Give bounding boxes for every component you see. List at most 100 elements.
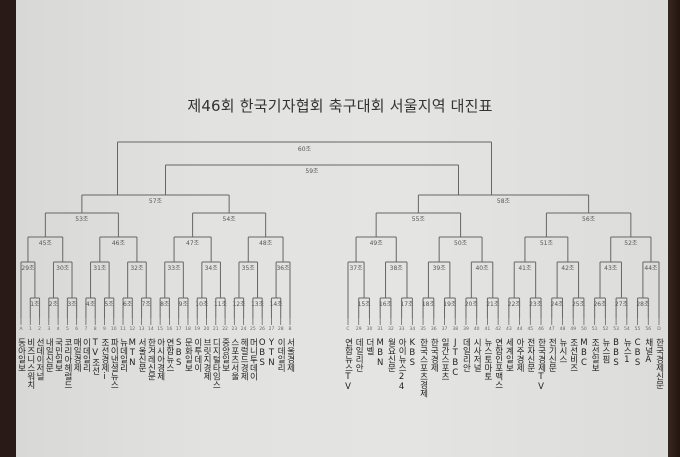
match-16조: 16조: [379, 301, 393, 308]
match-18조: 18조: [422, 301, 436, 308]
slot-number: 9: [103, 326, 106, 332]
match-41조: 41조: [518, 265, 532, 272]
slot-number: 56: [645, 326, 651, 332]
team-name: YTN: [266, 338, 277, 368]
match-46조: 46조: [112, 240, 126, 247]
match-54조: 54조: [223, 216, 237, 223]
team-name: CBS: [632, 338, 643, 368]
team-name: BBS: [611, 338, 622, 368]
team-name: 이데일리: [80, 338, 91, 372]
team-name: TV조선: [90, 338, 101, 375]
match-15조: 15조: [358, 301, 372, 308]
match-53조: 53조: [75, 216, 89, 223]
match-56조: 56조: [582, 216, 596, 223]
slot-number: 31: [377, 326, 383, 332]
slot-number: 28: [278, 326, 284, 332]
team-name: 일간스포츠: [439, 338, 450, 381]
slot-number: 49: [570, 326, 576, 332]
match-22조: 22조: [508, 301, 522, 308]
team-name: 한국스포츠경제: [418, 338, 429, 398]
team-name: 조선비즈: [568, 338, 579, 372]
team-name: 뉴스1: [621, 338, 632, 365]
match-11조: 11조: [214, 301, 228, 308]
team-name: 파이낸셜뉴스: [108, 338, 119, 389]
slot-number: 32: [388, 326, 394, 332]
match-13조: 13조: [251, 301, 265, 308]
match-9조: 9조: [179, 301, 189, 308]
match-39조: 39조: [433, 265, 447, 272]
slot-number: 38: [452, 326, 458, 332]
slot-number: 46: [538, 326, 544, 332]
team-name: 아주경제: [514, 338, 525, 372]
slot-number: 17: [176, 326, 182, 332]
team-name: SBS: [173, 338, 184, 368]
team-name: KBS: [407, 338, 418, 368]
match-23조: 23조: [529, 301, 543, 308]
team-name: 한국경제TV: [536, 338, 547, 392]
team-name: 더벨: [364, 338, 375, 355]
slot-number: 30: [367, 326, 373, 332]
slot-number: 2: [38, 326, 41, 332]
team-name: 세계일보: [503, 338, 514, 372]
team-name: 코리아헤럴드: [62, 338, 73, 389]
slot-number: 52: [603, 326, 609, 332]
team-name: OBS: [257, 338, 268, 368]
match-58조: 58조: [497, 198, 511, 205]
slot-number: 5: [66, 326, 69, 332]
slot-number: 39: [463, 326, 469, 332]
team-name: 동아일보: [16, 338, 26, 372]
team-name: MTN: [127, 338, 138, 368]
slot-number: 37: [442, 326, 448, 332]
match-45조: 45조: [39, 240, 53, 247]
team-name: 연합인포맥스: [493, 338, 504, 389]
slot-number: 23: [231, 326, 237, 332]
match-7조: 7조: [142, 301, 152, 308]
slot-number: 14: [148, 326, 154, 332]
team-name: MBN: [375, 338, 386, 368]
team-name: JTBC: [450, 338, 461, 378]
slot-number: 47: [549, 326, 555, 332]
team-name: 이데일리: [275, 338, 286, 372]
match-8조: 8조: [160, 301, 170, 308]
slot-number: 50: [581, 326, 587, 332]
slot-number: 25: [250, 326, 256, 332]
match-31조: 31조: [93, 265, 107, 272]
match-17조: 17조: [400, 301, 414, 308]
team-name: 연합뉴스TV: [343, 338, 353, 392]
team-name: 조선일보: [589, 338, 600, 372]
background-edge: [668, 0, 680, 457]
match-2조: 2조: [49, 301, 59, 308]
match-44조: 44조: [644, 265, 658, 272]
match-37조: 37조: [349, 265, 363, 272]
team-name: 한국경제: [428, 338, 439, 372]
match-12조: 12조: [232, 301, 246, 308]
slot-number: 12: [129, 326, 135, 332]
team-name: 헤럴드경제: [238, 338, 249, 381]
match-36조: 36조: [276, 265, 290, 272]
slot-number: 35: [420, 326, 426, 332]
slot-number: 41: [485, 326, 491, 332]
slot-number: 45: [527, 326, 533, 332]
team-name: 연합뉴스: [164, 338, 175, 372]
team-name: 전자신문: [525, 338, 536, 372]
slot-number: 18: [185, 326, 191, 332]
slot-number: 40: [474, 326, 480, 332]
team-name: 국민일보: [53, 338, 64, 372]
team-name: 머니투데이: [247, 338, 258, 381]
match-47조: 47조: [186, 240, 200, 247]
slot-number: 44: [517, 326, 523, 332]
match-21조: 21조: [486, 301, 500, 308]
team-name: 이투데이: [192, 338, 203, 372]
slot-number: 29: [356, 326, 362, 332]
slot-number: C: [346, 326, 349, 332]
match-14조: 14조: [270, 301, 284, 308]
match-32조: 32조: [130, 265, 144, 272]
slot-number: 16: [167, 326, 173, 332]
slot-number: 55: [635, 326, 641, 332]
team-name: 채널A: [643, 338, 654, 365]
team-name: 조선경제i: [99, 338, 110, 382]
match-30조: 30조: [56, 265, 70, 272]
team-name: 아이뉴스24: [396, 338, 407, 392]
match-19조: 19조: [443, 301, 457, 308]
